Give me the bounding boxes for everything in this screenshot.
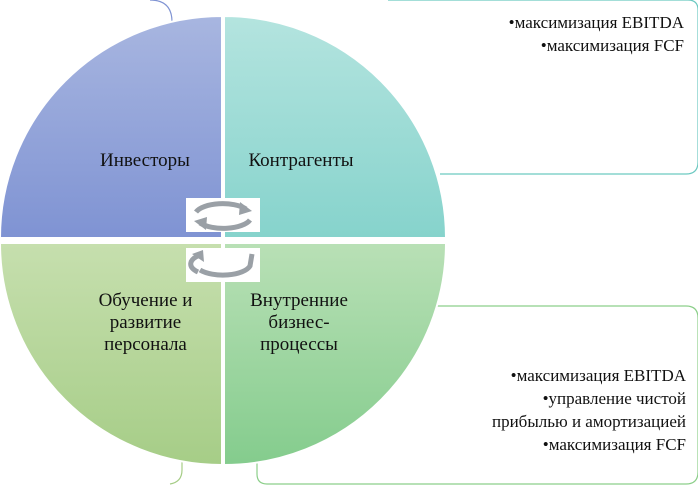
quadrant-business-processes	[223, 242, 448, 467]
top-right-callout-list: •максимизация EBITDA •максимизация FCF	[509, 11, 684, 57]
top-left-callout-frame	[149, 0, 173, 23]
cycle-arrows-icon	[186, 248, 260, 282]
bottom-left-callout-frame	[169, 462, 183, 485]
quadrant-personnel	[0, 242, 223, 467]
bottom-right-callout-frame	[256, 305, 698, 485]
list-item: •максимизация FCF	[542, 435, 686, 454]
quadrant-investors	[0, 14, 223, 239]
list-item: •максимизация EBITDA	[510, 366, 686, 385]
label-counterparties: Контрагенты	[248, 150, 354, 171]
cycle-arrows-icon	[186, 198, 260, 232]
label-personnel: Обучение и развитие персонала	[98, 290, 193, 355]
top-right-callout-frame	[388, 0, 698, 175]
label-investors: Инвесторы	[100, 150, 190, 171]
quadrant-counterparties	[223, 14, 448, 239]
list-item: •максимизация FCF	[540, 36, 684, 55]
list-item: прибылью и амортизацией	[491, 412, 686, 431]
list-item: •максимизация EBITDA	[508, 13, 684, 32]
bottom-right-callout-list: •максимизация EBITDA •управление чистой …	[492, 364, 686, 456]
label-business-processes: Внутренние бизнес-процессы	[250, 290, 348, 355]
list-item: •управление чистой	[542, 389, 686, 408]
